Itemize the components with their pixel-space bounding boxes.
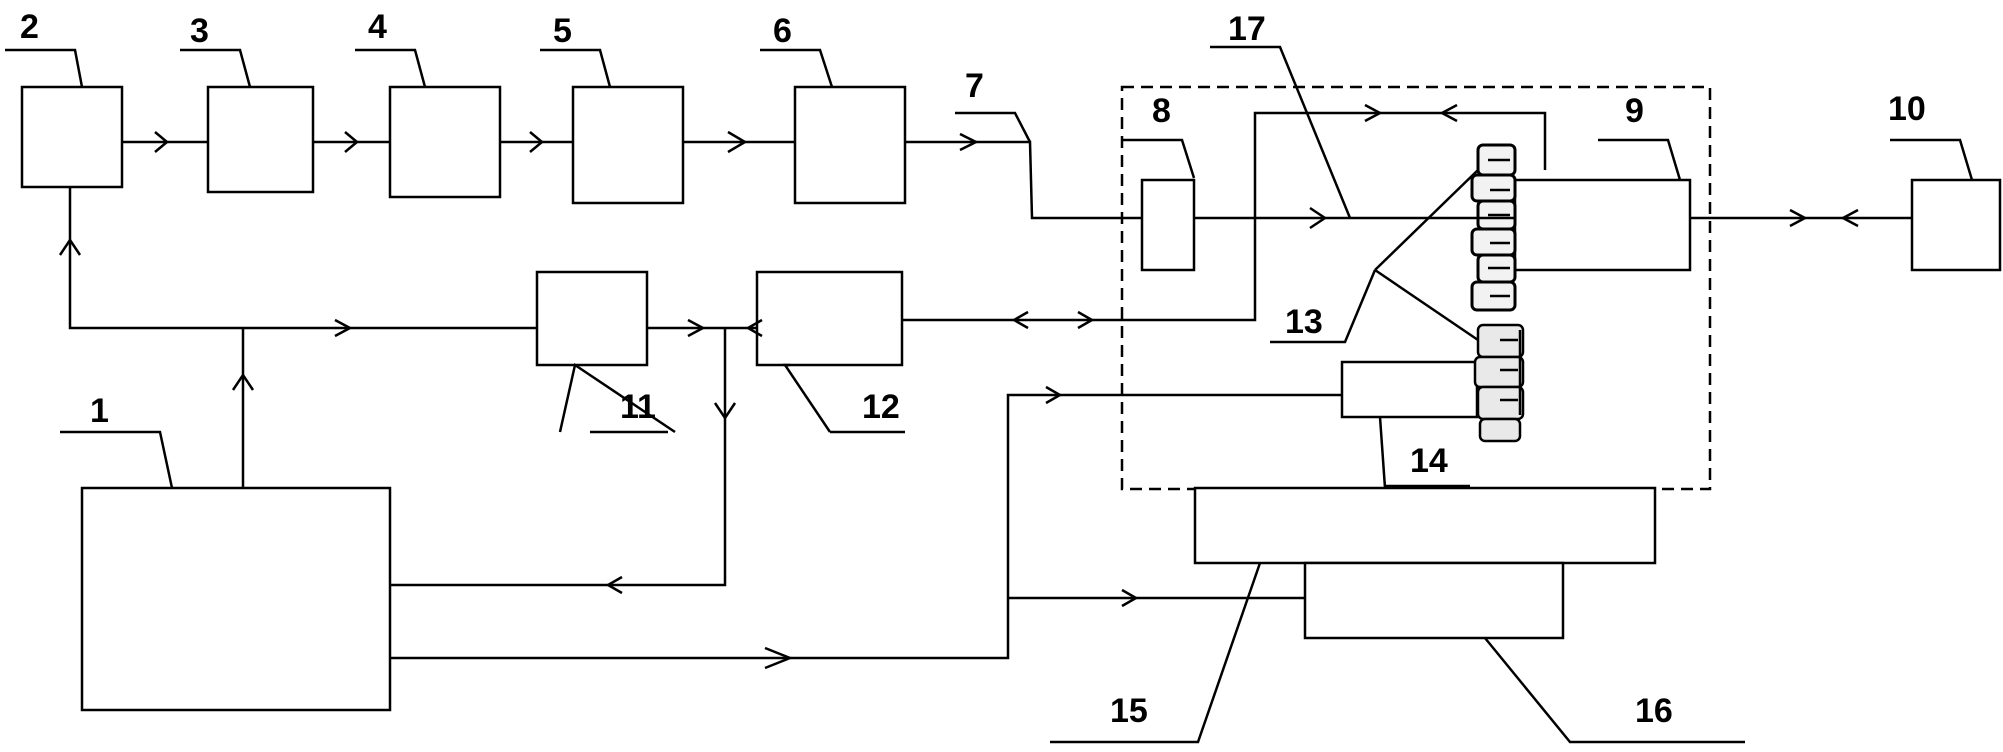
label-7: 7 xyxy=(965,67,984,105)
label-15: 15 xyxy=(1110,692,1148,730)
label-11: 11 xyxy=(620,388,656,426)
block-8 xyxy=(1140,178,1196,272)
block-3 xyxy=(206,85,315,194)
arrowheads xyxy=(58,103,1859,670)
leader-lines xyxy=(5,45,1974,744)
label-9: 9 xyxy=(1625,92,1644,130)
label-4: 4 xyxy=(368,8,387,46)
label-17: 17 xyxy=(1228,10,1266,48)
block-5 xyxy=(571,85,685,205)
block-16-base xyxy=(1303,561,1565,640)
label-6: 6 xyxy=(773,12,792,50)
gear-13 xyxy=(1470,143,1525,443)
block-11 xyxy=(535,270,649,367)
block-2 xyxy=(20,85,124,189)
block-4 xyxy=(388,85,502,199)
block-10 xyxy=(1910,178,2002,272)
number-labels: 2 3 4 5 6 7 8 9 10 17 13 1 11 12 14 15 1… xyxy=(20,8,1926,730)
label-14: 14 xyxy=(1410,442,1448,480)
block-9 xyxy=(1513,178,1692,272)
label-16: 16 xyxy=(1635,692,1673,730)
block-14 xyxy=(1340,360,1479,419)
label-2: 2 xyxy=(20,8,39,46)
label-3: 3 xyxy=(190,12,209,50)
block-12 xyxy=(755,270,904,367)
block-6 xyxy=(793,85,907,205)
label-1: 1 xyxy=(90,392,109,430)
label-8: 8 xyxy=(1152,92,1171,130)
signal-lines xyxy=(68,111,1912,660)
label-13: 13 xyxy=(1285,303,1323,341)
label-10: 10 xyxy=(1888,90,1926,128)
block-1 xyxy=(80,486,392,712)
label-12: 12 xyxy=(862,388,900,426)
block-15-table xyxy=(1193,486,1657,565)
dashed-enclosure xyxy=(1120,85,1712,491)
label-5: 5 xyxy=(553,12,572,50)
